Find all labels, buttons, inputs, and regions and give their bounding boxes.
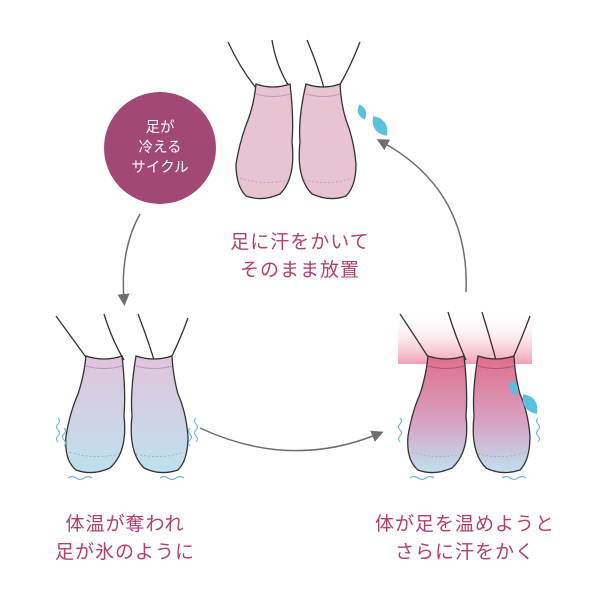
step-left-line-1: 体温が奪われ [65,513,185,535]
step-right-line-2: さらに汗をかく [394,541,535,563]
step-top-line-2: そのまま放置 [239,259,360,281]
sweat-drops-icon [357,104,388,136]
step-top-caption: 足に汗をかいて そのまま放置 [190,228,410,284]
feet-warm-socks [398,311,532,474]
shiver-lines-warm-icon [397,417,541,481]
feet-cold-socks [55,313,189,474]
badge-line-3: サイクル [131,160,189,176]
badge-line-1: 足が [145,120,175,136]
step-right-caption: 体が足を温めようと さらに汗をかく [350,510,580,566]
cycle-title-badge: 足が 冷える サイクル [104,92,216,204]
sweat-drops-warm-icon [509,380,538,414]
step-left-line-2: 足が氷のように [54,541,195,563]
step-top-line-1: 足に汗をかいて [230,231,370,253]
arrow-left-to-right [199,427,384,452]
badge-line-2: 冷える [138,140,182,156]
step-right-line-1: 体が足を温めようと [374,513,555,535]
arrow-top-to-left [117,213,141,306]
feet-pink-socks [227,39,361,200]
step-left-caption: 体温が奪われ 足が氷のように [20,510,230,566]
shiver-lines-icon [55,417,199,481]
arrow-right-to-top [376,139,467,293]
